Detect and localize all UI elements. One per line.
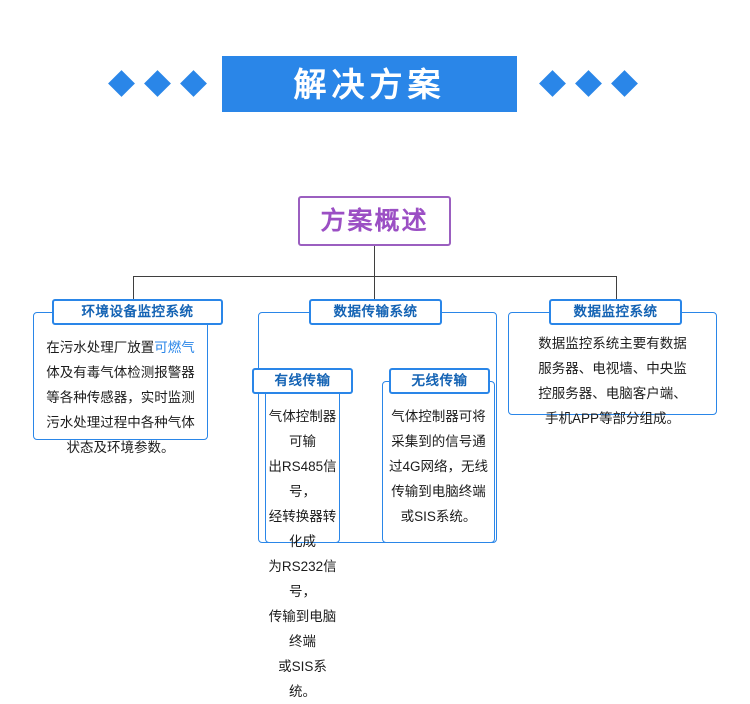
monitoring-chip: 数据监控系统 [549,299,682,325]
connector-to-environment [133,276,134,312]
wireless-line-5: 或SIS系统。 [400,509,477,524]
wired-body-text: 气体控制器可输 出RS485信号， 经转换器转化成 为RS232信号， 传输到电… [266,404,339,704]
wired-line-6: 或SIS系统。 [278,659,327,699]
environment-line-1: 在污水处理厂放置可燃气 [46,340,195,355]
environment-body-box: 在污水处理厂放置可燃气 体及有毒气体检测报警器 等各种传感器，实时监测 污水处理… [33,312,208,455]
wired-chip: 有线传输 [252,368,353,394]
wireless-chip-label: 无线传输 [411,373,468,389]
environment-line-3: 等各种传感器，实时监测 [46,390,195,405]
wireless-line-3: 过4G网络，无线 [388,459,488,474]
wired-line-3: 经转换器转化成 [268,509,337,549]
wired-line-5: 传输到电脑终端 [268,609,337,649]
environment-body-text: 在污水处理厂放置可燃气 体及有毒气体检测报警器 等各种传感器，实时监测 污水处理… [34,335,207,460]
monitoring-body-text: 数据监控系统主要有数据 服务器、电视墙、中央监 控服务器、电脑客户端、 手机AP… [509,331,716,431]
monitoring-line-2: 服务器、电视墙、中央监 [538,361,687,376]
environment-chip-label: 环境设备监控系统 [81,304,194,320]
connector-root-stem [374,246,375,276]
diamond-icon-left-3 [180,70,207,97]
wireless-line-1: 气体控制器可将 [391,409,486,424]
environment-line-4: 污水处理过程中各种气体 [46,415,195,430]
diamond-icon-right-2 [575,70,602,97]
diamond-icon-right-3 [611,70,638,97]
wired-line-4: 为RS232信号， [268,559,337,599]
overview-node: 方案概述 [298,196,451,246]
wireless-body-box: 气体控制器可将 采集到的信号通 过4G网络，无线 传输到电脑终端 或SIS系统。 [382,381,495,543]
wired-line-2: 出RS485信号， [268,459,337,499]
wired-body-box: 气体控制器可输 出RS485信号， 经转换器转化成 为RS232信号， 传输到电… [265,381,340,699]
transmission-chip-label: 数据传输系统 [333,304,418,320]
monitoring-line-3: 控服务器、电脑客户端、 [538,386,687,401]
wireless-body-text: 气体控制器可将 采集到的信号通 过4G网络，无线 传输到电脑终端 或SIS系统。 [383,404,494,529]
banner-title-box: 解决方案 [222,56,517,112]
wired-line-1: 气体控制器可输 [268,409,337,449]
transmission-chip: 数据传输系统 [309,299,442,325]
overview-label: 方案概述 [320,206,429,235]
environment-line-5: 状态及环境参数。 [66,440,175,455]
wireless-line-2: 采集到的信号通 [391,434,486,449]
environment-line-2: 体及有毒气体检测报警器 [46,365,195,380]
connector-to-monitoring [616,276,617,312]
wired-chip-label: 有线传输 [274,373,331,389]
environment-chip: 环境设备监控系统 [52,299,223,325]
diamond-icon-right-1 [539,70,566,97]
wireless-line-4: 传输到电脑终端 [391,484,486,499]
monitoring-chip-label: 数据监控系统 [573,304,658,320]
diamond-icon-left-1 [108,70,135,97]
diamond-icon-left-2 [144,70,171,97]
connector-to-transmission [374,276,375,312]
monitoring-line-4: 手机APP等部分组成。 [544,411,680,426]
page-title: 解决方案 [293,65,446,103]
monitoring-body-box: 数据监控系统主要有数据 服务器、电视墙、中央监 控服务器、电脑客户端、 手机AP… [508,312,717,426]
wireless-chip: 无线传输 [389,368,490,394]
monitoring-line-1: 数据监控系统主要有数据 [538,336,687,351]
